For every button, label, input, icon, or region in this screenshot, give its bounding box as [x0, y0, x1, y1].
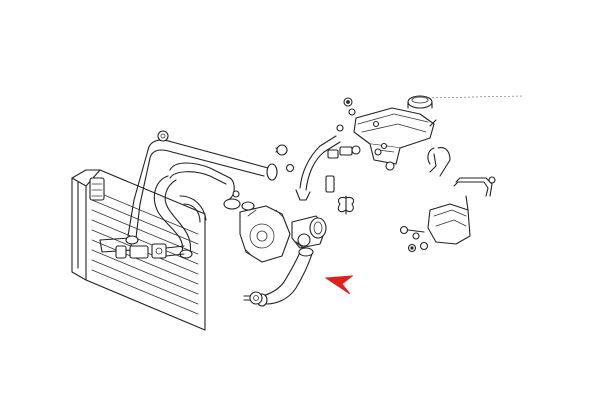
upper-radiator-hose — [125, 130, 278, 245]
coolant-reservoir — [336, 95, 523, 171]
highlight-pointer-icon — [324, 275, 354, 295]
reservoir-cap — [407, 95, 433, 109]
thermostat-housing — [291, 215, 327, 251]
lower-radiator-hose — [243, 247, 314, 307]
overflow-hose — [275, 135, 388, 215]
radiator — [71, 169, 206, 331]
hose-clamp — [115, 243, 185, 259]
auxiliary-tank — [399, 176, 496, 253]
water-pump — [223, 198, 291, 263]
heater-hose — [153, 162, 235, 259]
bleed-screw — [232, 147, 451, 198]
